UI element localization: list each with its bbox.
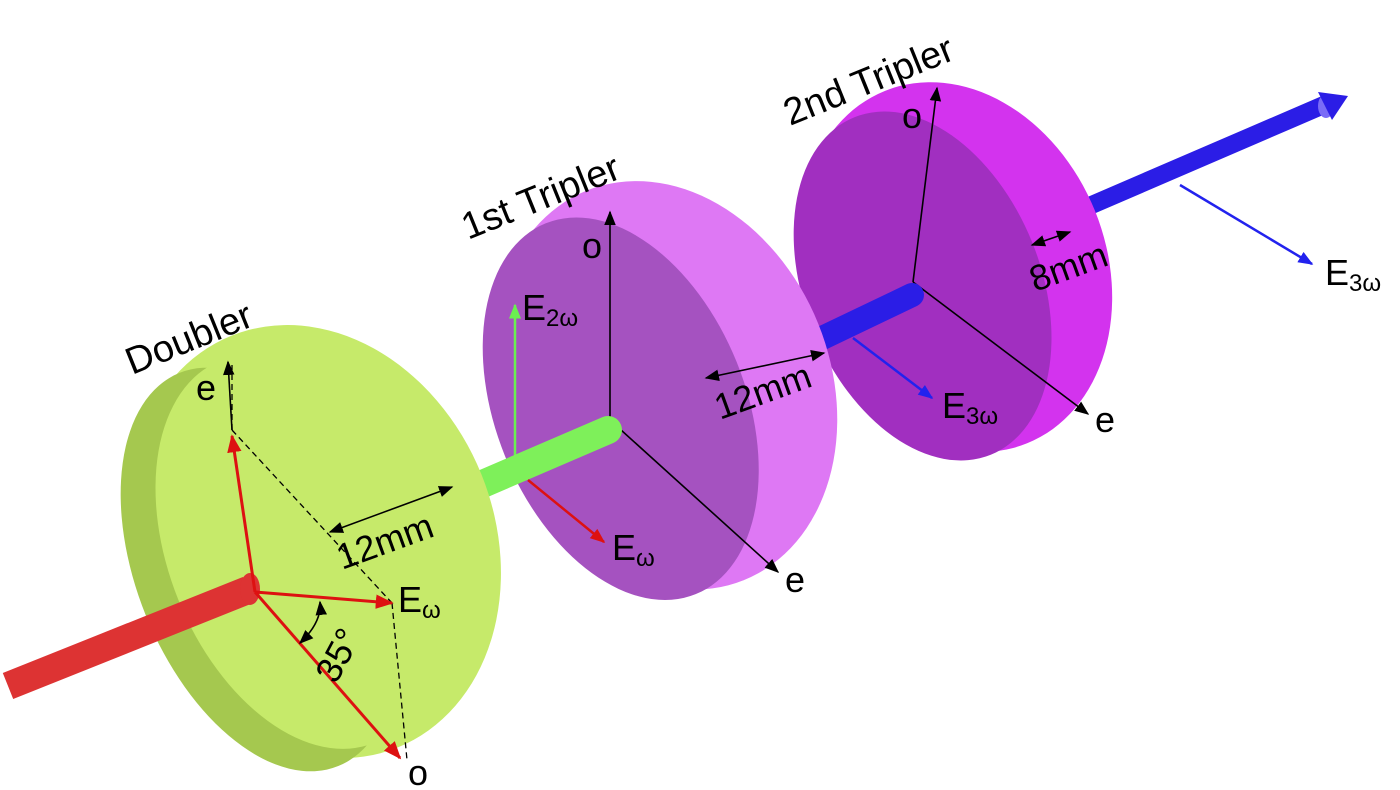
doubler-thickness-marker	[328, 486, 454, 533]
doubler-dash-2	[391, 602, 408, 761]
tripler1-thickness-marker	[704, 350, 826, 381]
doubler-e-component	[227, 434, 257, 593]
tripler1-face	[482, 217, 759, 601]
beam-arrow-icon	[1318, 92, 1348, 120]
doubler-o-label: o	[408, 752, 428, 790]
tripler2-e3w-output-vector	[1179, 183, 1314, 266]
third-harmonic-beam-middle	[806, 283, 924, 352]
third-harmonic-beam-output	[1071, 95, 1335, 219]
tripler1-ew-vector	[527, 479, 606, 543]
tripler2-o-axis	[912, 86, 942, 283]
tripler2-e3w-output-label: E3ω	[1325, 252, 1381, 297]
tripler2-thickness-marker	[1030, 230, 1072, 247]
tripler1-e-label: e	[785, 559, 805, 600]
doubler-o-component	[253, 591, 402, 760]
tripler1-ew-label: Eω	[612, 527, 655, 572]
tripler1-crystal: o e 12mm 1st Tripler E2ω	[456, 147, 838, 601]
tripler2-face	[793, 111, 1052, 461]
tripler1-o-label: o	[582, 225, 602, 266]
fundamental-beam-end	[240, 573, 260, 605]
doubler-angle-arc	[298, 600, 328, 644]
doubler-ew-vector	[254, 590, 394, 609]
doubler-e-label: e	[196, 367, 216, 408]
doubler-e-axis	[223, 360, 235, 431]
fundamental-beam	[2, 577, 254, 699]
doubler-crystal: e o 35° Eω 12mm Doubler	[2, 294, 501, 790]
tripler1-e2w-label: E2ω	[522, 287, 578, 332]
tripler1-e-axis	[609, 419, 780, 573]
doubler-face-highlight	[155, 354, 439, 749]
tripler2-e-axis	[912, 281, 1090, 415]
tripler2-e3w-mid-label: E3ω	[942, 385, 998, 430]
doubler-ew-label: Eω	[398, 579, 441, 624]
tripler2-e3w-mid-vector	[852, 337, 934, 399]
tripler2-e-label: e	[1095, 399, 1115, 440]
tripler2-o-label: o	[902, 95, 922, 136]
